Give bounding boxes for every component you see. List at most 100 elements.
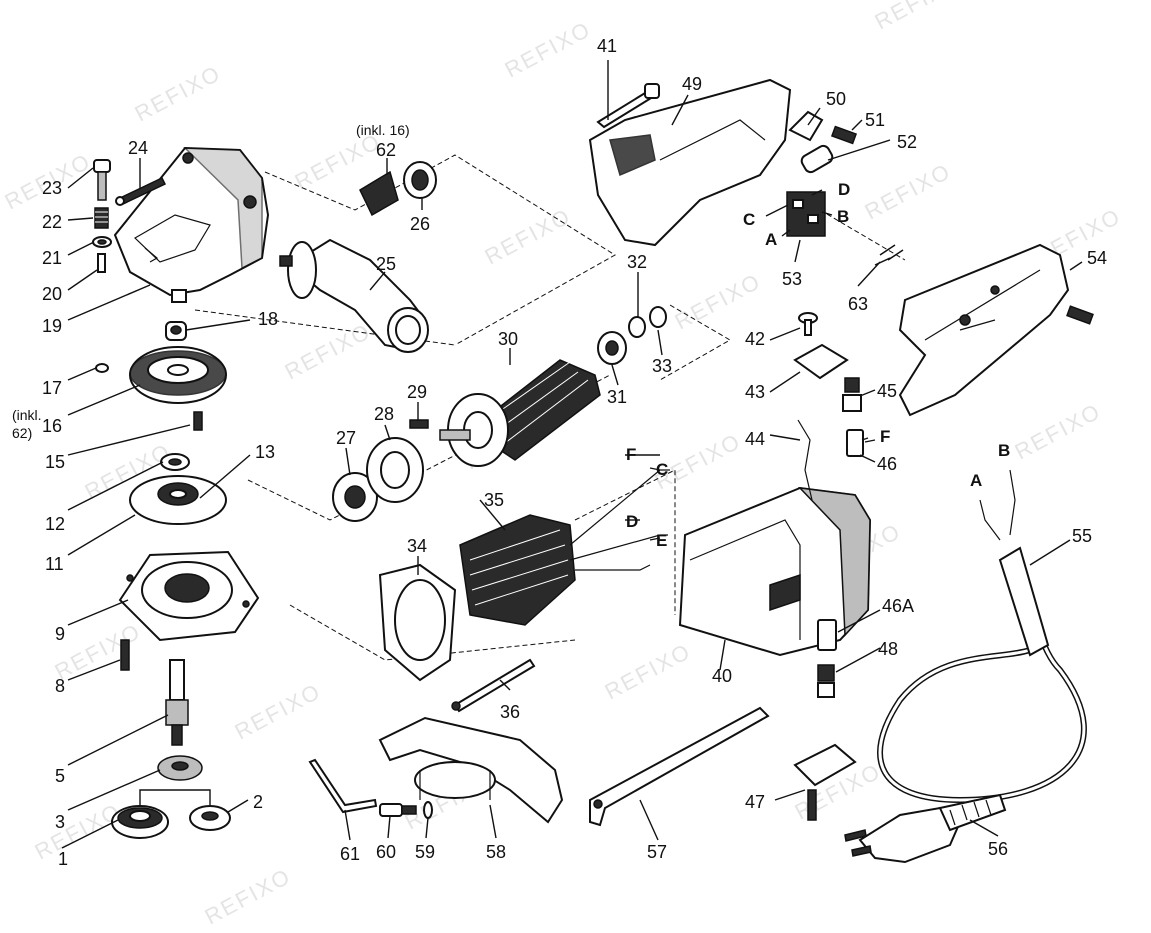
bearing-plate-11 [129,475,227,525]
spindle-5 [165,659,189,746]
motor-housing-40 [678,486,872,657]
part-label-41: 41 [597,36,617,56]
part-label-45: 45 [877,381,897,401]
part-label-30: 30 [498,329,518,349]
part-label-56: 56 [988,839,1008,859]
part-label-13: 13 [255,442,275,462]
part-label-11: 11 [45,554,64,574]
plug-56 [844,793,1007,864]
wire-letter-cable-b: B [998,441,1010,460]
watermark: REFIXO [201,863,296,929]
part-label-35: 35 [484,490,504,510]
watermark: REFIXO [871,0,966,34]
part-label-32: 32 [627,252,647,272]
part-label-15: 15 [45,452,65,472]
screw-51 [830,125,858,145]
brush-45 [842,377,862,412]
screw-23 [93,159,111,201]
side-handle-25 [279,238,429,353]
brush-46A [817,619,837,651]
bearing-26 [403,161,437,199]
watermark: REFIXO [861,158,956,224]
part-label-54: 54 [1087,248,1107,268]
washer-12 [160,453,190,471]
screw-60 [379,803,417,817]
part-label-25: 25 [376,254,396,274]
part-label-18: 18 [258,309,278,329]
part-label-29: 29 [407,382,427,402]
part-label-42: 42 [745,329,765,349]
ring-33 [649,306,667,328]
watermark: REFIXO [501,16,596,82]
flange-3 [157,755,203,781]
part-label-28: 28 [374,404,394,424]
watermark: REFIXO [601,638,696,704]
cable-55 [877,469,1087,804]
part-label-3: 3 [55,812,65,832]
wire-letter-stator-c: C [656,460,668,479]
watermark: REFIXO [671,268,766,334]
part-label-27: 27 [336,428,356,448]
part-label-21: 21 [42,248,62,268]
wire-letter-switch-d: D [838,180,850,199]
note-inkl-62-line1: (inkl. [12,407,42,423]
part-label-49: 49 [682,74,702,94]
part-label-23: 23 [42,178,62,198]
brush-cover-43 [793,343,849,380]
brush-holder-46 [846,429,864,457]
wire-letter-labels: A B C D C D E F F A B [626,180,1010,550]
part-label-5: 5 [55,766,65,786]
part-label-55: 55 [1072,526,1092,546]
part-label-51: 51 [865,110,885,130]
leader-lines [61,60,1083,849]
clip-50 [788,110,824,142]
part-label-20: 20 [42,284,62,304]
part-label-60: 60 [376,842,396,862]
part-label-9: 9 [55,624,65,644]
ring-17 [95,363,109,373]
wire-letter-brush-f: F [880,427,890,446]
wire-letter-stator-f: F [626,445,636,464]
bolt-24 [115,177,167,206]
part-label-24: 24 [128,138,148,158]
part-label-46A: 46A [882,596,914,616]
clamping-nut-1 [111,805,169,839]
bearing-flange-9 [118,550,260,642]
part-label-22: 22 [42,212,62,232]
part-label-59: 59 [415,842,435,862]
spanner-57 [589,706,770,827]
screw-41 [596,83,660,129]
part-label-16: 16 [42,416,62,436]
wire-letter-stator-d: D [626,512,638,531]
armature-30 [439,359,601,467]
part-label-50: 50 [826,89,846,109]
part-label-12: 12 [45,514,65,534]
assembly-guide-lines [194,154,906,661]
note-inkl-62-line2: 62) [12,425,32,441]
wire-letter-switch-a: A [765,230,777,249]
pin-20 [97,253,106,273]
watermark: REFIXO [481,203,576,269]
part-label-19: 19 [42,316,62,336]
screw-36 [451,658,536,713]
wheel-guard-58 [378,716,564,824]
stator-35 [459,469,670,626]
nut-18 [165,321,187,341]
spring-22 [94,207,109,229]
wire-letter-cable-a: A [970,471,982,490]
part-label-52: 52 [897,132,917,152]
ring-32 [628,316,646,338]
part-label-36: 36 [500,702,520,722]
bearing-27 [332,472,378,522]
part-label-40: 40 [712,666,732,686]
air-guide-34 [378,563,457,682]
part-label-34: 34 [407,536,427,556]
handle-half-49 [588,78,792,247]
gear-housing-19 [113,146,270,303]
wire-letter-switch-b: B [837,207,849,226]
part-label-43: 43 [745,382,765,402]
watermark: REFIXO [281,318,376,384]
part-label-48: 48 [878,639,898,659]
brush-48 [817,664,835,698]
